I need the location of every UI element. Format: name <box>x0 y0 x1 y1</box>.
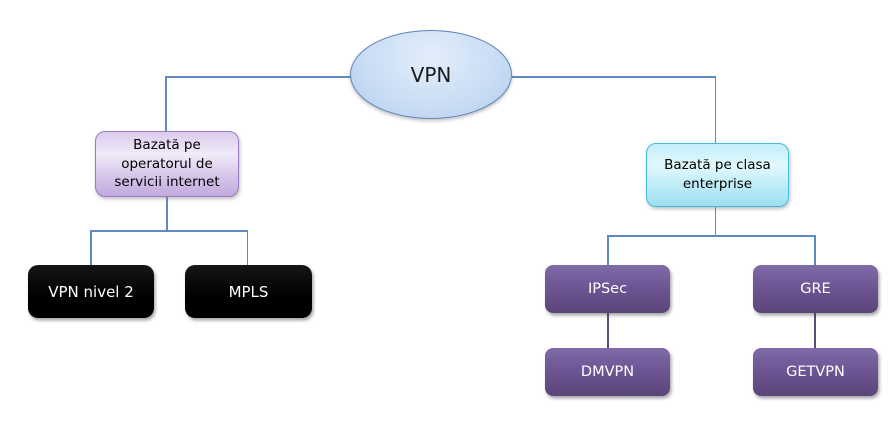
node-mpls: MPLS <box>185 265 312 318</box>
connector-right-bar <box>607 235 815 237</box>
node-branch-operator-internet: Bazată pe operatorul de servicii interne… <box>95 131 239 197</box>
connector-left-branch-stem <box>166 197 168 231</box>
node-vpn-nivel-2: VPN nivel 2 <box>28 265 154 318</box>
node-mpls-label: MPLS <box>228 282 269 301</box>
connector-root-right-horizontal <box>512 76 716 78</box>
node-gre: GRE <box>753 265 878 313</box>
node-ipsec-label: IPSec <box>587 281 628 297</box>
node-vpn-nivel-2-label: VPN nivel 2 <box>48 282 134 301</box>
connector-right-branch-stem <box>714 207 716 236</box>
connector-root-right-vertical <box>714 76 716 144</box>
connector-left-bar <box>90 230 248 232</box>
connector-drop-mpls <box>246 230 248 266</box>
node-dmvpn: DMVPN <box>545 348 670 396</box>
node-branch-enterprise: Bazată pe clasa enterprise <box>646 143 789 207</box>
connector-root-left-horizontal <box>165 76 351 78</box>
connector-drop-ipsec <box>607 235 609 266</box>
node-dmvpn-label: DMVPN <box>580 364 635 380</box>
node-branch-enterprise-label: Bazată pe clasa enterprise <box>664 157 771 192</box>
connector-ipsec-dmvpn <box>607 313 609 348</box>
node-getvpn-label: GETVPN <box>786 364 845 380</box>
connector-drop-gre <box>814 235 816 266</box>
connector-root-left-vertical <box>165 76 167 132</box>
connector-gre-getvpn <box>814 313 816 348</box>
connector-drop-vpn-nivel-2 <box>90 230 92 266</box>
node-vpn-root-label: VPN <box>410 62 452 87</box>
node-vpn-root: VPN <box>350 30 512 119</box>
node-ipsec: IPSec <box>545 265 670 313</box>
node-gre-label: GRE <box>800 281 831 297</box>
node-branch-operator-internet-label: Bazată pe operatorul de servicii interne… <box>114 136 220 191</box>
node-getvpn: GETVPN <box>753 348 878 396</box>
